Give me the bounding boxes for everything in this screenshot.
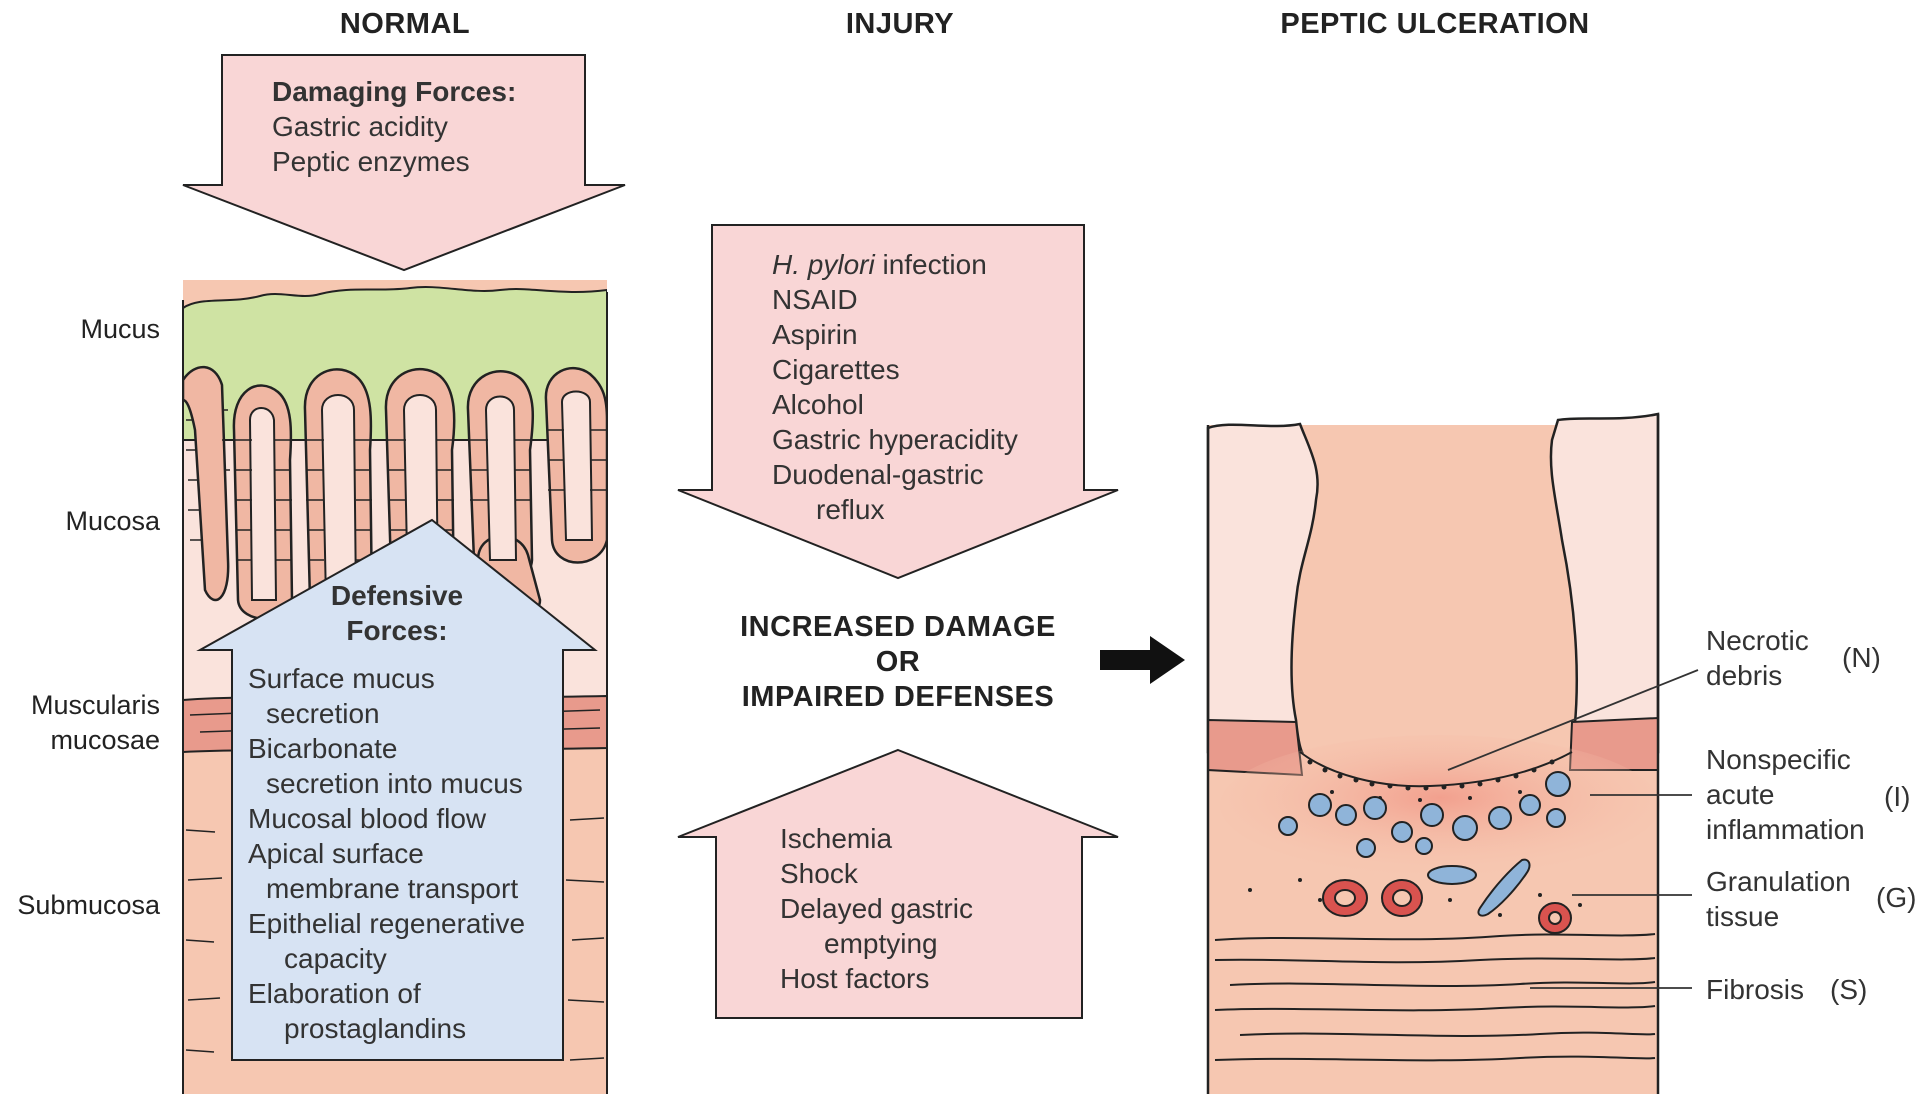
inflammation-code: (I) (1884, 779, 1918, 814)
hpylori-rest: infection (875, 249, 987, 280)
defensive-item: Bicarbonate (248, 731, 568, 766)
impaired-defense-list: Ischemia Shock Delayed gastric emptying … (780, 821, 1080, 996)
defensive-item: capacity (248, 941, 568, 976)
injury-item: Alcohol (772, 387, 1092, 422)
center-statement: INCREASED DAMAGE OR IMPAIRED DEFENSES (718, 610, 1078, 715)
defensive-item: Epithelial regenerative (248, 906, 568, 941)
peptic-ulceration-header: PEPTIC ULCERATION (1250, 8, 1620, 41)
injury-item: Cigarettes (772, 352, 1092, 387)
granulation-tissue-label: Granulation tissue (1706, 864, 1866, 934)
progression-arrow-icon (1100, 636, 1185, 684)
defensive-forces-list: Surface mucus secretion Bicarbonate secr… (248, 661, 568, 1046)
mucosa-label: Mucosa (20, 506, 160, 537)
defense-impairment-item: Shock (780, 856, 1080, 891)
injury-item: Gastric hyperacidity (772, 422, 1092, 457)
injury-item: reflux (772, 492, 1092, 527)
necrotic-code: (N) (1842, 640, 1902, 675)
mucosae-label: mucosae (0, 725, 160, 756)
normal-header: NORMAL (300, 8, 510, 41)
damaging-item: Peptic enzymes (272, 144, 592, 179)
nonspecific-inflammation-label: Nonspecific acute inflammation (1706, 742, 1886, 847)
nonspecific-line: Nonspecific (1706, 742, 1886, 777)
defense-impairment-item: Delayed gastric (780, 891, 1080, 926)
center-line: OR (718, 645, 1078, 680)
injury-item: NSAID (772, 282, 1092, 317)
fibrosis-label: Fibrosis (1706, 972, 1826, 1007)
muscularis-label: Muscularis (0, 690, 160, 721)
defensive-title-line: Forces: (232, 613, 562, 648)
center-line: INCREASED DAMAGE (718, 610, 1078, 645)
defensive-item: membrane transport (248, 871, 568, 906)
necrotic-line: Necrotic (1706, 623, 1836, 658)
damaging-forces-text: Damaging Forces: Gastric acidity Peptic … (272, 74, 592, 179)
defense-impairment-item: Host factors (780, 961, 1080, 996)
granulation-code: (G) (1876, 880, 1920, 915)
defensive-item: Mucosal blood flow (248, 801, 568, 836)
hpylori-italic: H. pylori (772, 249, 875, 280)
injury-header: INJURY (790, 8, 1010, 41)
injury-causes-list: H. pylori infection NSAID Aspirin Cigare… (772, 247, 1092, 527)
nonspecific-line: acute (1706, 777, 1886, 812)
necrotic-line: debris (1706, 658, 1836, 693)
defensive-item: prostaglandins (248, 1011, 568, 1046)
damaging-forces-title: Damaging Forces: (272, 74, 592, 109)
defensive-item: secretion (248, 696, 568, 731)
granulation-line: tissue (1706, 899, 1866, 934)
defensive-item: Apical surface (248, 836, 568, 871)
fibrosis-code: (S) (1830, 972, 1880, 1007)
defensive-item: secretion into mucus (248, 766, 568, 801)
ulcer-tissue-column (1208, 414, 1660, 1094)
injury-item: H. pylori infection (772, 247, 1092, 282)
defensive-forces-title: Defensive Forces: (232, 578, 562, 648)
granulation-line: Granulation (1706, 864, 1866, 899)
necrotic-debris-label: Necrotic debris (1706, 623, 1836, 693)
defense-impairment-item: Ischemia (780, 821, 1080, 856)
injury-item: Duodenal-gastric (772, 457, 1092, 492)
defensive-item: Elaboration of (248, 976, 568, 1011)
mucus-label: Mucus (20, 314, 160, 345)
nonspecific-line: inflammation (1706, 812, 1886, 847)
defensive-item: Surface mucus (248, 661, 568, 696)
submucosa-label: Submucosa (0, 890, 160, 921)
defensive-title-line: Defensive (232, 578, 562, 613)
injury-item: Aspirin (772, 317, 1092, 352)
center-line: IMPAIRED DEFENSES (718, 680, 1078, 715)
defense-impairment-item: emptying (780, 926, 1080, 961)
damaging-item: Gastric acidity (272, 109, 592, 144)
